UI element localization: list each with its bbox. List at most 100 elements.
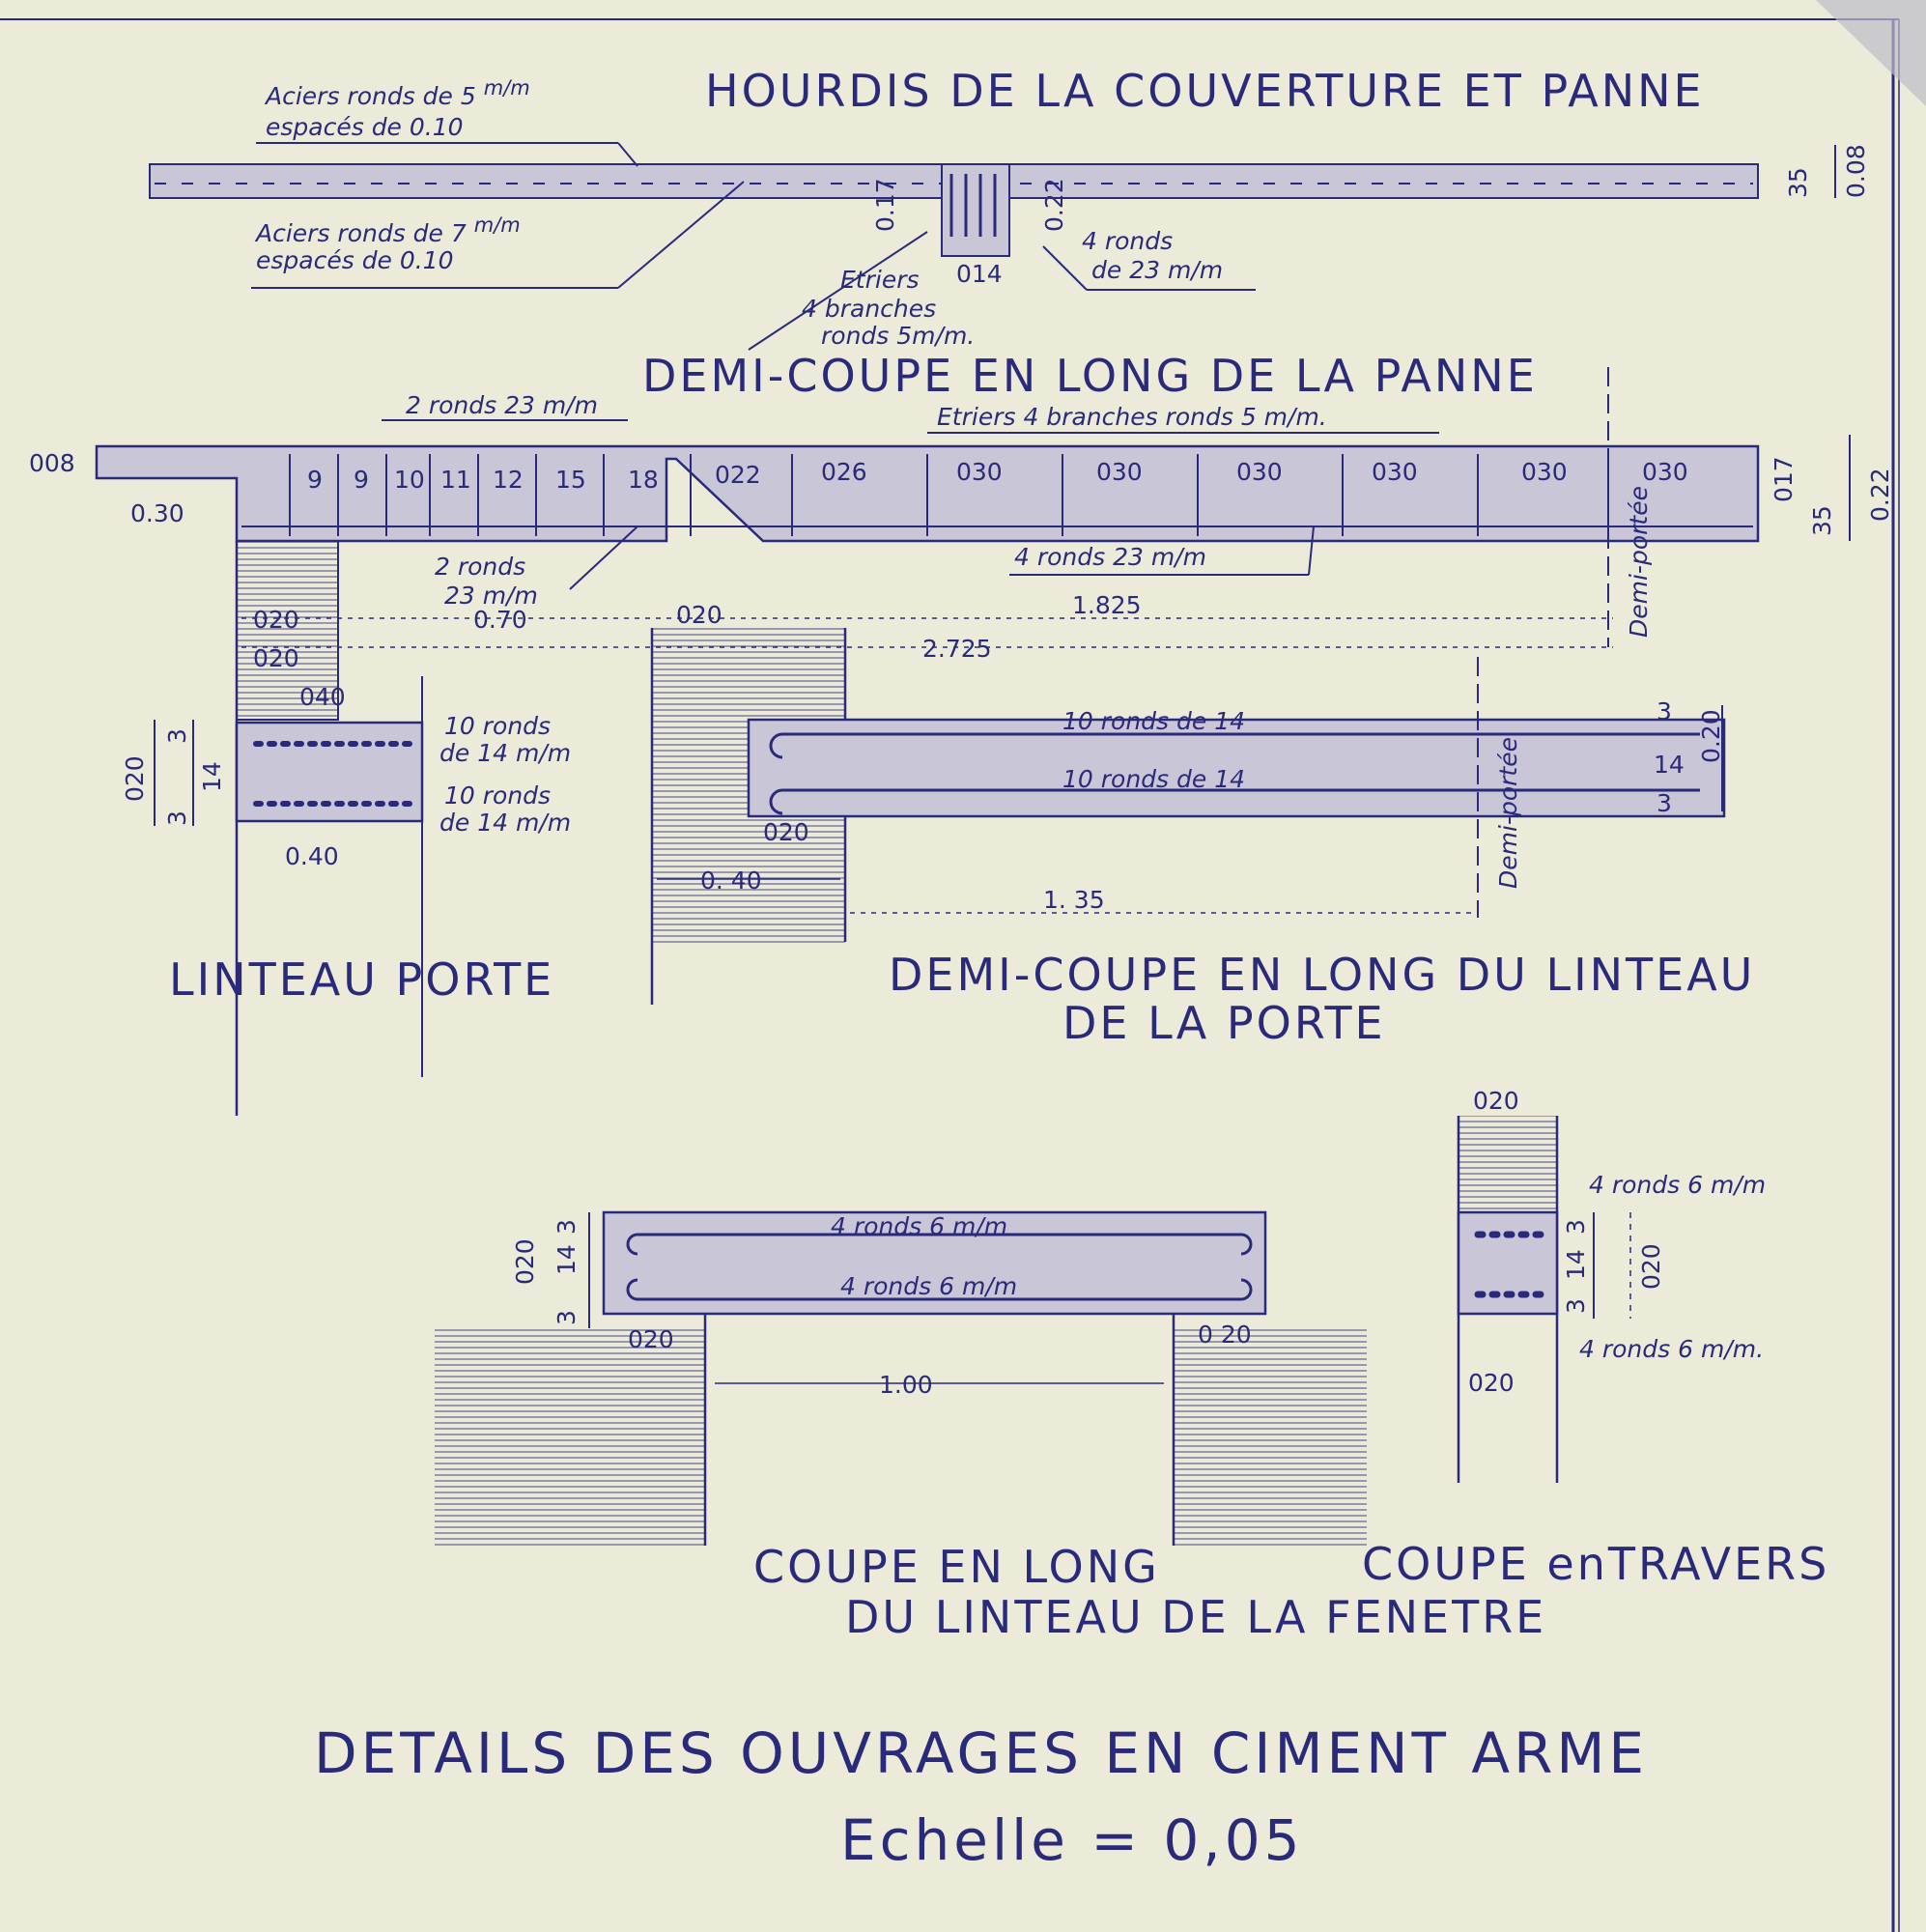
wall-left: [435, 1325, 705, 1546]
leader-line: [617, 142, 638, 167]
panne-etriers: Etriers 4 branches ronds 5 m/m.: [937, 403, 1327, 431]
scale-label: Echelle = 0,05: [840, 1807, 1304, 1873]
rebar-top-hook: [626, 1233, 638, 1256]
stirrup-symbol: [949, 174, 997, 237]
rebar-bottom: [637, 1278, 1253, 1301]
travers-section: 020 4 ronds 6 m/m 4 ronds 6 m/m. 020 3 1…: [1457, 1087, 1766, 1483]
spacing-label: 12: [493, 466, 524, 494]
sheet-border: [0, 18, 1900, 1932]
dim-3: 3: [1562, 1219, 1590, 1235]
spacing-label: 026: [821, 458, 867, 486]
dim-3: 3: [163, 728, 191, 744]
panne-section: DEMI-COUPE EN LONG DE LA PANNE 2 ronds 2…: [29, 350, 1894, 663]
ronds-bot-label: 4 ronds 6 m/m: [840, 1272, 1017, 1300]
dim-2725: 2.725: [922, 635, 992, 663]
stirrups: [289, 454, 1609, 536]
rebar-bottom-hook: [626, 1278, 638, 1301]
lintel-fenetre: [602, 1210, 1267, 1316]
spacing-label: 030: [1372, 458, 1418, 486]
dim-35: 35: [1784, 167, 1812, 198]
ronds-top-label: 10 ronds de 14: [1062, 707, 1245, 735]
dim-040: 040: [299, 683, 346, 711]
ronds-bottom-sub: 23 m/m: [444, 582, 538, 610]
dim-14: 14: [1562, 1249, 1590, 1280]
dim-020-side: 020: [1637, 1243, 1665, 1290]
coupe-travers-title: COUPE enTRAVERS: [1362, 1538, 1829, 1590]
demi-portee-label: Demi-portée: [1494, 737, 1522, 889]
spacing-label: 030: [1096, 458, 1143, 486]
rounds-23-sub: de 23 m/m: [1091, 256, 1223, 284]
linteau-long-section: 10 ronds de 14 10 ronds de 14 020 0. 40 …: [650, 628, 1752, 1049]
panne-beam-section: [941, 163, 1010, 257]
wall-upper: [1459, 1116, 1557, 1212]
dim-3: 3: [1562, 1298, 1590, 1314]
dim-030: 0.30: [130, 499, 184, 527]
dim-3: 3: [1657, 697, 1672, 725]
rebar-top: [769, 732, 1700, 759]
dim-020-top: 020: [1473, 1087, 1519, 1115]
aciers-7-spacing: espacés de 0.10: [256, 246, 454, 274]
ronds-top-label: 4 ronds 6 m/m: [831, 1212, 1007, 1240]
fenetre-long-section: 4 ronds 6 m/m 4 ronds 6 m/m 020 0 20 1.0…: [435, 1210, 1367, 1546]
dim-040-bottom: 0.40: [285, 842, 339, 870]
panne-title: DEMI-COUPE EN LONG DE LA PANNE: [642, 350, 1538, 402]
hourdis-section: HOURDIS DE LA COUVERTURE ET PANNE Aciers…: [149, 65, 1870, 351]
spacing-label: 022: [715, 461, 761, 489]
dim-020-bottom: 020: [1468, 1369, 1515, 1397]
spacing-label: 10: [394, 466, 425, 494]
spacing-label: 030: [1521, 458, 1568, 486]
panne-ronds-top: 2 ronds 23 m/m: [406, 391, 598, 419]
ronds-top-label: 10 ronds: [444, 712, 551, 740]
dim-14: 14: [1654, 751, 1685, 779]
main-title: DETAILS DES OUVRAGES EN CIMENT ARME: [314, 1720, 1648, 1786]
dim-020-right: 0 20: [1198, 1321, 1252, 1349]
dim-017-right: 017: [1770, 456, 1798, 502]
etriers-label: Etriers: [840, 266, 920, 294]
demi-portee-label: Demi-portée: [1625, 486, 1653, 638]
dim-020-side: 020: [121, 755, 149, 802]
dim-35-right: 35: [1808, 505, 1836, 536]
corner-fold: [1816, 0, 1926, 106]
ronds-bot-label: 10 ronds: [444, 781, 551, 810]
ronds-4-label: 4 ronds 23 m/m: [1014, 543, 1206, 571]
leader-line: [1042, 245, 1088, 291]
etriers-branches: 4 branches: [802, 295, 936, 323]
lintel-long: [747, 718, 1726, 818]
coupe-long-title-1: COUPE EN LONG: [753, 1541, 1160, 1593]
dim-3: 3: [552, 1310, 581, 1325]
spacing-label: 9: [354, 466, 369, 494]
aciers-5-label: Aciers ronds de 5 m/m: [264, 76, 530, 110]
dim-020-a: 020: [253, 606, 299, 634]
dim-14: 14: [198, 761, 226, 792]
wall-upper: [236, 540, 339, 721]
linteau-porte-title: LINTEAU PORTE: [169, 953, 554, 1006]
dim-020-b: 020: [253, 644, 299, 672]
leader-line: [748, 231, 928, 351]
linteau-long-title-2: DE LA PORTE: [1062, 997, 1386, 1049]
aciers-7-label: Aciers ronds de 7 m/m: [254, 213, 521, 247]
dim-020-side: 020: [511, 1238, 539, 1285]
dim-014: 014: [956, 260, 1003, 288]
ronds-bot-label: 4 ronds 6 m/m.: [1579, 1335, 1764, 1363]
ronds-top-sub: de 14 m/m: [439, 739, 571, 767]
ronds-bot-sub: de 14 m/m: [439, 809, 571, 837]
spacing-label: 030: [1236, 458, 1283, 486]
dim-040: 0. 40: [700, 867, 762, 895]
dim-3: 3: [163, 810, 191, 826]
spacing-label: 18: [628, 466, 659, 494]
rebar-top: [637, 1233, 1253, 1256]
dim-022-right: 0.22: [1866, 468, 1894, 522]
dim-020: 020: [763, 818, 809, 846]
hourdis-title: HOURDIS DE LA COUVERTURE ET PANNE: [705, 65, 1705, 117]
etriers-ronds: ronds 5m/m.: [821, 322, 975, 350]
dim-3: 3: [1657, 789, 1672, 817]
dim-3: 3: [552, 1219, 581, 1235]
dim-020-left: 020: [628, 1325, 674, 1353]
dim-017: 0.17: [871, 178, 899, 232]
dim-020: 020: [676, 601, 722, 629]
spacing-label: 030: [956, 458, 1003, 486]
ronds-bottom-label: 2 ronds: [435, 553, 525, 581]
dim-070: 0.70: [473, 606, 527, 634]
dim-135: 1. 35: [1043, 886, 1105, 914]
